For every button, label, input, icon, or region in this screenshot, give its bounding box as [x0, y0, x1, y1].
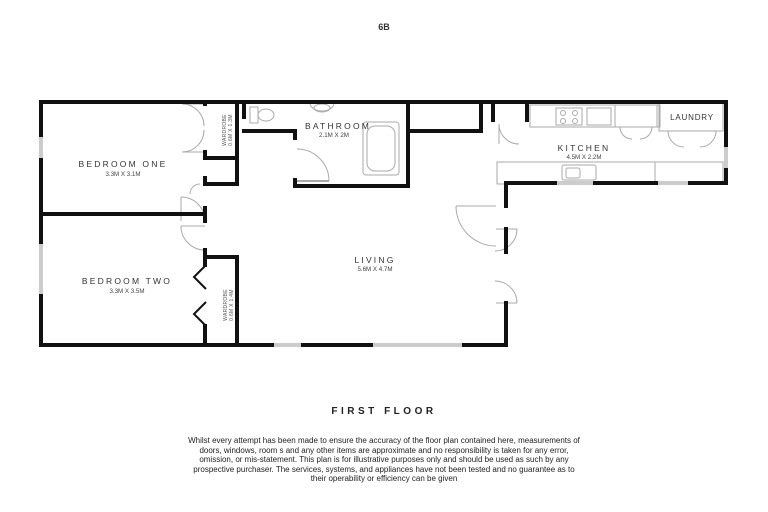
laundry-label: LAUNDRY [670, 113, 714, 122]
bedroom-one-dims: 3.3M X 3.1M [105, 171, 140, 178]
wardrobe-one-label: WARDROBE [222, 114, 228, 146]
disclaimer-line: Whilst every attempt has been made to en… [188, 436, 580, 445]
bedroom-two-label: BEDROOM TWO [82, 276, 172, 286]
room-labels: BEDROOM ONE 3.3M X 3.1M BEDROOM TWO 3.3M… [79, 113, 714, 321]
bathroom-dims: 2.1M X 2M [319, 132, 349, 139]
wardrobe-one-dims: 0.6M X 1.3M [228, 114, 234, 146]
unit-label: 6B [378, 22, 390, 32]
disclaimer-line: prospective purchaser. The services, sys… [193, 464, 575, 474]
windows [39, 135, 728, 347]
living-label: LIVING [354, 255, 395, 265]
living-dims: 5.6M X 4.7M [357, 266, 392, 273]
bedroom-two-dims: 3.3M X 3.5M [109, 288, 144, 295]
disclaimer-line: omission, or mis-statement. This plan is… [199, 455, 569, 465]
floor-title: FIRST FLOOR [331, 406, 437, 417]
walls [39, 100, 728, 347]
bedroom-one-label: BEDROOM ONE [79, 159, 168, 169]
disclaimer-line: their operability or efficiency can be g… [310, 474, 458, 484]
disclaimer-line: doors, windows, room s and any other ite… [199, 445, 569, 455]
disclaimer: Whilst every attempt has been made to en… [100, 436, 668, 484]
kitchen-dims: 4.5M X 2.2M [566, 154, 601, 161]
bathroom-label: BATHROOM [305, 121, 371, 131]
wardrobe-two-label: WARDROBE [223, 289, 229, 321]
wardrobe-two-dims: 0.6M X 1.4M [229, 289, 235, 321]
kitchen-label: KITCHEN [558, 143, 611, 153]
wardrobe-two-doors [192, 264, 207, 327]
